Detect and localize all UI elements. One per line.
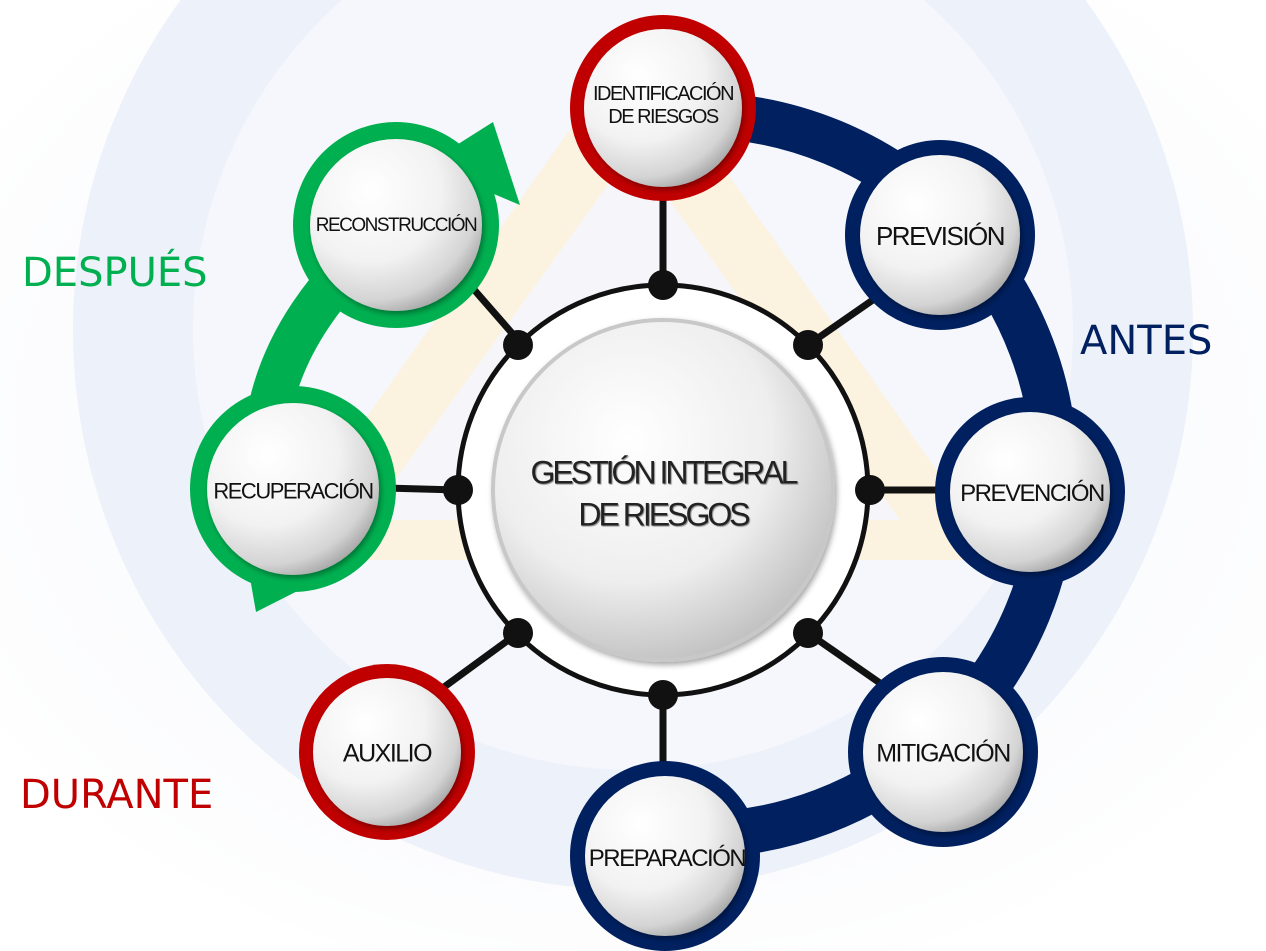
- ring-dots: [443, 270, 885, 710]
- phase-label-despues: DESPUÉS: [22, 250, 208, 296]
- center-title-line2: DE RIESGOS: [578, 496, 750, 532]
- node-label-recuperacion: RECUPERACIÓN: [213, 478, 374, 504]
- node-auxilio: [299, 664, 475, 840]
- node-reconstruccion: [293, 122, 499, 328]
- node-mitigacion: [848, 657, 1038, 847]
- node-label-preparacion: PREPARACIÓN: [588, 845, 747, 873]
- node-recuperacion: [190, 386, 396, 592]
- node-label-reconstruccion: RECONSTRUCCIÓN: [315, 215, 478, 237]
- node-identificacion: [570, 15, 756, 201]
- node-label-identificacion-line1: IDENTIFICACIÓN: [592, 83, 735, 105]
- center-title: GESTIÓN INTEGRAL DE RIESGOS: [530, 452, 799, 535]
- connector-lines: [384, 190, 950, 790]
- node-label-prevision: PREVISIÓN: [875, 221, 1006, 252]
- node-label-prevencion: PREVENCIÓN: [960, 480, 1105, 508]
- phase-label-antes: ANTES: [1080, 318, 1213, 364]
- phase-label-durante: DURANTE: [20, 772, 214, 818]
- center-ball: [491, 318, 835, 662]
- node-label-auxilio: AUXILIO: [342, 739, 433, 768]
- node-prevencion: [935, 397, 1125, 587]
- node-label-identificacion: IDENTIFICACIÓN DE RIESGOS: [592, 83, 735, 129]
- node-label-mitigacion: MITIGACIÓN: [876, 739, 1011, 768]
- node-preparacion: [570, 761, 760, 951]
- node-label-identificacion-line2: DE RIESGOS: [608, 106, 719, 128]
- center-title-line1: GESTIÓN INTEGRAL: [530, 454, 799, 491]
- node-prevision: [845, 140, 1035, 330]
